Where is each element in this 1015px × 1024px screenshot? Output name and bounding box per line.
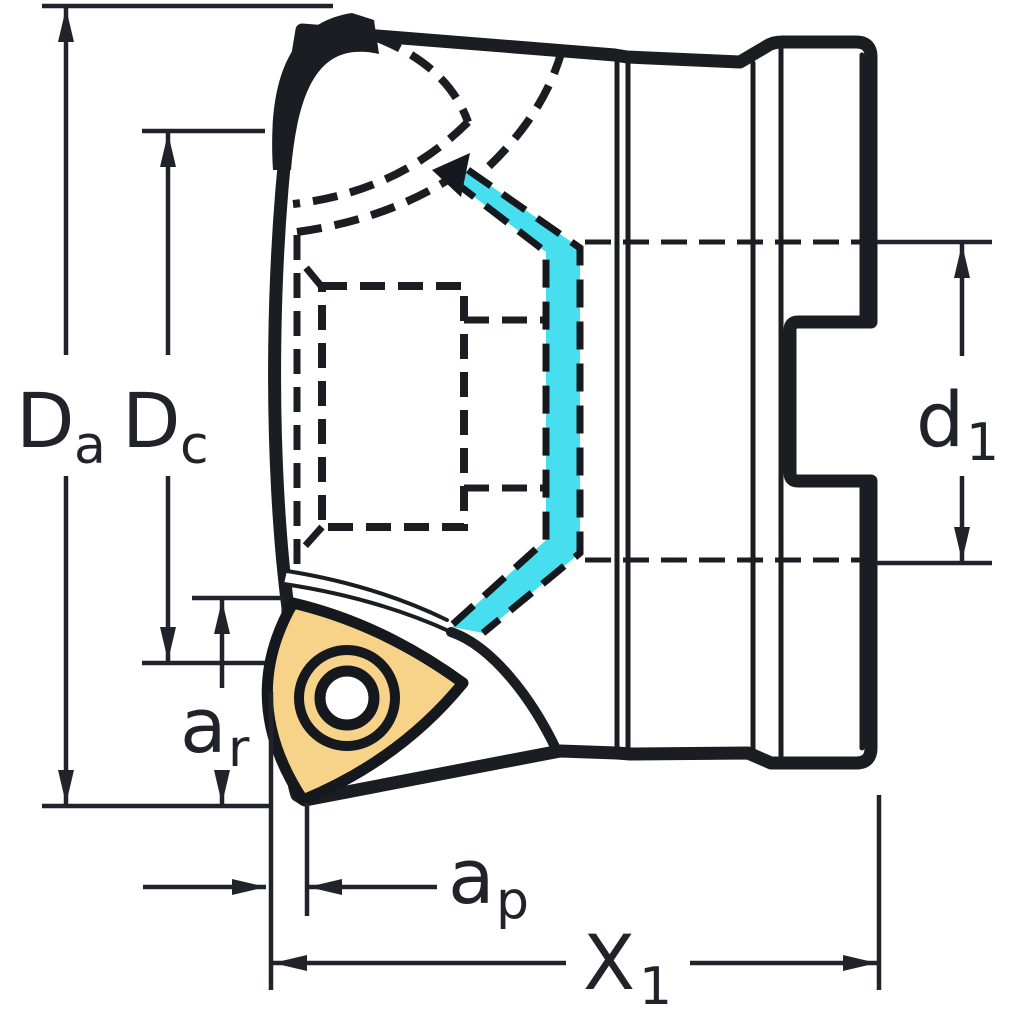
- dim-d1-arrow-down: [954, 527, 970, 561]
- coolant-tip: [432, 153, 470, 197]
- dim-da-arrow-up: [58, 8, 74, 42]
- pocket-rect: [318, 282, 468, 531]
- dim-label-da: D a: [16, 376, 106, 476]
- dim-x1-arrow-right: [843, 955, 877, 971]
- flute-arc-2: [292, 119, 471, 208]
- dim-x1-arrow-left: [273, 955, 307, 971]
- dim-label-ar: a r: [180, 681, 250, 779]
- dim-label-ap: a p: [448, 832, 529, 931]
- flute-arc-1: [375, 34, 472, 124]
- body-corner-wedge: [272, 13, 379, 170]
- dim-label-dc: D c: [122, 376, 209, 476]
- seat-lip-line-upper: [285, 569, 449, 622]
- dim-dc-arrow-down: [160, 627, 176, 661]
- flute-arc-4: [471, 48, 566, 184]
- dim-da-arrow-down: [58, 770, 74, 804]
- insert-screw-hole: [314, 665, 380, 731]
- face-boundary-curve: [446, 627, 562, 756]
- label-box-da-dc: [0, 355, 221, 476]
- dim-ar-arrow-up: [214, 600, 230, 634]
- dim-ap-arrow-right: [232, 879, 266, 895]
- pocket-diag-bottom: [295, 524, 325, 557]
- label-box-x1: [568, 908, 688, 1022]
- pocket-diag-top: [295, 255, 325, 290]
- dim-dc-arrow-up: [160, 133, 176, 167]
- dim-label-d1: d 1: [916, 375, 999, 473]
- coolant-border-left: [449, 177, 550, 628]
- dim-label-x1: X 1: [583, 918, 672, 1017]
- dim-d1-arrow-up: [954, 244, 970, 278]
- seat-lip-line-lower: [282, 582, 453, 634]
- insert-ring: [294, 645, 400, 751]
- label-box-d1: [900, 356, 1014, 476]
- coolant-border-right: [465, 167, 584, 636]
- cutter-body: [268, 23, 878, 807]
- dim-ar-arrow-down: [214, 770, 230, 804]
- dim-ap-arrow-left: [308, 879, 342, 895]
- label-box-ap: [437, 830, 540, 926]
